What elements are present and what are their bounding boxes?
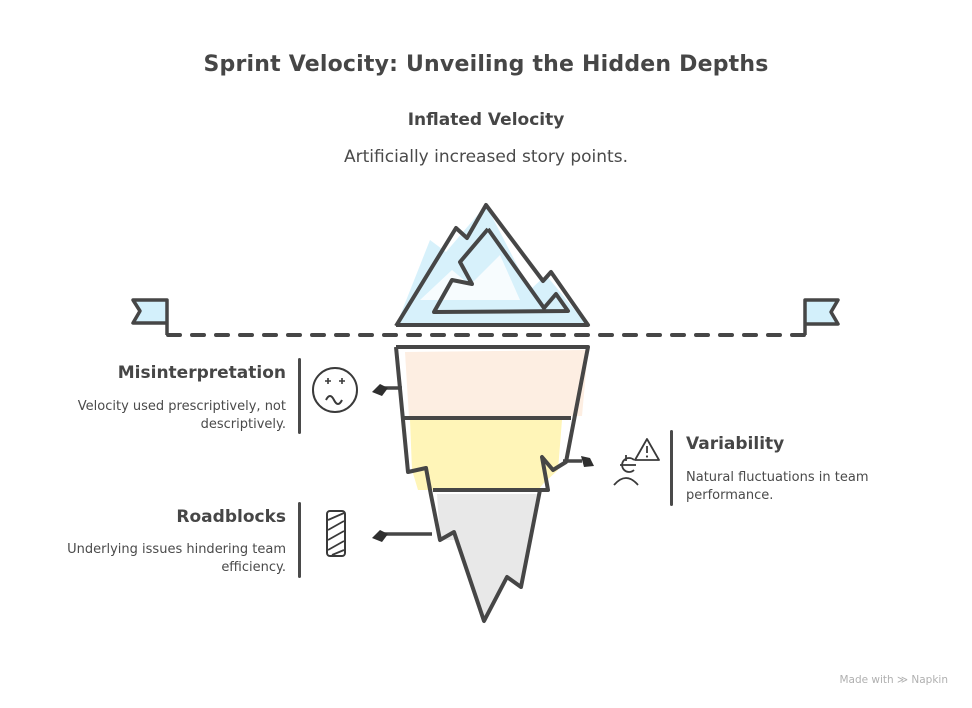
variability-divider xyxy=(670,430,673,506)
layer-roadblocks xyxy=(437,494,540,622)
inflated-velocity-description: Artificially increased story points. xyxy=(344,147,628,167)
diagram-title: Sprint Velocity: Unveiling the Hidden De… xyxy=(203,52,769,77)
roadblocks-description: Underlying issues hindering team efficie… xyxy=(67,542,286,575)
iceberg-tip xyxy=(394,203,590,328)
made-with-label: Made with xyxy=(839,674,894,686)
iceberg-underwater-outline xyxy=(394,345,590,623)
roadblocks-heading: Roadblocks xyxy=(176,507,286,527)
misinterpretation-divider xyxy=(298,358,301,434)
napkin-brand-label: Napkin xyxy=(911,674,948,686)
layer-misinterpretation xyxy=(405,350,588,418)
variability-description: Natural fluctuations in team performance… xyxy=(686,470,869,503)
barrier-icon xyxy=(326,510,346,557)
napkin-logo-icon: ≫ xyxy=(897,674,909,686)
variability-heading: Variability xyxy=(686,434,785,454)
misinterpretation-description: Velocity used prescriptively, not descri… xyxy=(77,399,286,432)
connector-misinterpretation xyxy=(372,384,402,396)
confused-face-icon xyxy=(312,367,358,413)
roadblocks-divider xyxy=(298,502,301,578)
connector-variability xyxy=(563,456,594,467)
right-flag-icon xyxy=(803,298,840,335)
inflated-velocity-heading: Inflated Velocity xyxy=(407,110,565,130)
layer-variability xyxy=(410,420,562,490)
misinterpretation-heading: Misinterpretation xyxy=(117,363,286,383)
person-warning-icon xyxy=(613,438,660,486)
left-flag-icon xyxy=(131,298,169,335)
connector-roadblocks xyxy=(372,530,432,542)
made-with-napkin-footer: Made with ≫ Napkin xyxy=(839,674,948,686)
